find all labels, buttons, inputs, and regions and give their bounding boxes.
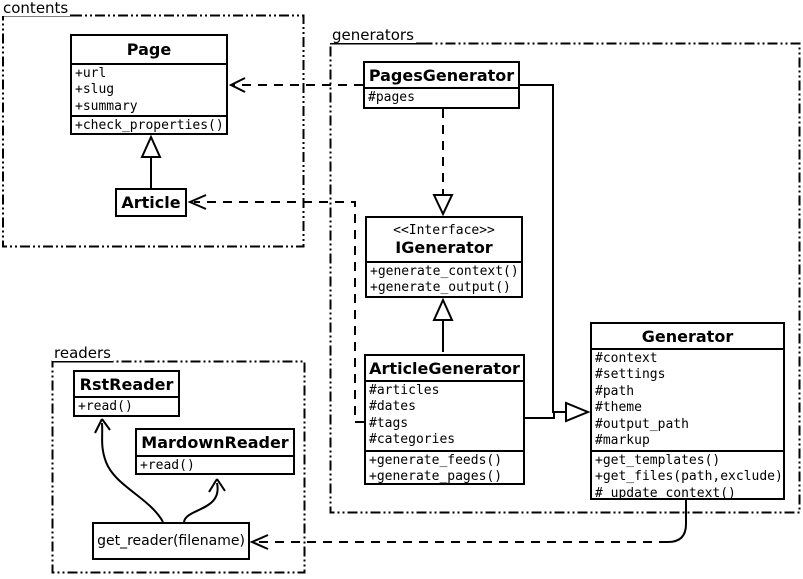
class-articlegenerator-attributes: #articles #dates #tags #categories: [366, 382, 523, 450]
attribute: #tags: [369, 415, 409, 431]
generalization-to-generator: [520, 84, 591, 423]
class-page-title: Page: [72, 36, 226, 65]
method: +generate_pages(): [369, 469, 503, 483]
class-rstreader-title: RstReader: [75, 372, 178, 398]
class-pagesgenerator: PagesGenerator #pages: [363, 61, 520, 109]
class-mardownreader-methods: +read(): [137, 457, 293, 473]
method: +generate_context(): [370, 264, 519, 279]
readers-package-label: readers: [52, 344, 113, 362]
class-mardownreader: MardownReader +read(): [135, 428, 295, 475]
attribute: #pages: [368, 90, 415, 105]
class-article: Article: [115, 188, 187, 217]
attribute: #markup: [595, 433, 650, 449]
attribute: +slug: [75, 82, 115, 98]
class-article-title: Article: [121, 193, 181, 212]
class-articlegenerator-title: ArticleGenerator: [366, 356, 523, 382]
dependency-articlegenerator-to-article: [187, 194, 364, 423]
interface-name: IGenerator: [395, 237, 493, 257]
generators-package-frame: [329, 42, 801, 514]
dependency-pagesgenerator-to-page: [228, 77, 363, 93]
attribute: +summary: [75, 98, 138, 114]
interface-igenerator: <<Interface>> IGenerator +generate_conte…: [365, 216, 523, 298]
attribute: #output_path: [595, 416, 689, 432]
class-articlegenerator: ArticleGenerator #articles #dates #tags …: [364, 354, 525, 485]
attribute: #path: [595, 383, 635, 399]
contents-package-label: contents: [1, 0, 71, 17]
method: +check_properties(): [75, 118, 224, 133]
generalization-article-to-page: [140, 134, 162, 188]
method: #_update_context(): [595, 485, 736, 498]
getreader-box: get_reader(filename): [92, 522, 250, 560]
class-generator-title: Generator: [592, 324, 783, 350]
class-rstreader-methods: +read(): [75, 398, 178, 415]
attribute: #settings: [595, 367, 666, 383]
class-generator-methods: +get_templates() +get_files(path,exclude…: [592, 450, 783, 498]
method: +get_templates(): [595, 453, 721, 468]
generators-package-label: generators: [330, 26, 416, 44]
class-articlegenerator-methods: +generate_feeds() +generate_pages(): [366, 450, 523, 483]
class-pagesgenerator-title: PagesGenerator: [365, 63, 518, 89]
method: +read(): [140, 458, 195, 473]
attribute: #theme: [595, 400, 642, 416]
method: +generate_feeds(): [369, 453, 503, 468]
getreader-label: get_reader(filename): [97, 533, 245, 549]
class-generator: Generator #context #settings #path #them…: [590, 322, 785, 500]
attribute: #context: [595, 351, 658, 366]
attribute: #articles: [369, 383, 440, 398]
class-pagesgenerator-attributes: #pages: [365, 89, 518, 107]
class-page-methods: +check_properties(): [72, 115, 226, 133]
method: +read(): [78, 399, 133, 414]
attribute: #categories: [369, 432, 456, 448]
stereotype: <<Interface>>: [393, 222, 495, 238]
class-page-attributes: +url +slug +summary: [72, 65, 226, 115]
realization-pagesgenerator-to-igenerator: [432, 109, 454, 217]
dependency-generator-to-getreader: [249, 500, 687, 550]
method: +get_files(path,exclude): [595, 469, 783, 485]
class-page: Page +url +slug +summary +check_properti…: [70, 34, 228, 135]
class-rstreader: RstReader +read(): [73, 370, 180, 417]
interface-igenerator-methods: +generate_context() +generate_output(): [367, 263, 521, 296]
readers-package-frame: [51, 360, 306, 574]
class-mardownreader-title: MardownReader: [137, 430, 293, 457]
attribute: #dates: [369, 399, 416, 415]
attribute: +url: [75, 66, 107, 81]
method: +generate_output(): [370, 280, 511, 296]
contents-package-frame: [2, 14, 305, 248]
generalization-articlegenerator-to-igenerator: [432, 297, 454, 352]
interface-igenerator-title: <<Interface>> IGenerator: [367, 218, 521, 263]
arrow-getreader-to-rstreader: [94, 418, 164, 523]
arrow-getreader-to-mardownreader: [183, 478, 226, 523]
class-generator-attributes: #context #settings #path #theme #output_…: [592, 350, 783, 450]
